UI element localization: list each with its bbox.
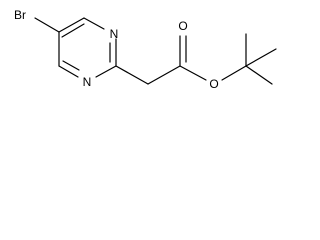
bond-c6-n1 bbox=[83, 17, 105, 30]
bond-c5-c6-double bbox=[61, 23, 85, 38]
bond-n3-c4 bbox=[58, 65, 79, 78]
bond-n3-c4-double bbox=[62, 60, 80, 71]
chemical-structure-diagram: Br N N O O bbox=[14, 8, 277, 91]
nitrogen-lower-label: N bbox=[83, 75, 92, 89]
bond-ch2-carbonyl bbox=[147, 65, 181, 85]
bond-ester-o-tbu bbox=[221, 65, 247, 81]
nitrogen-upper-label: N bbox=[110, 27, 119, 41]
bond-carbonyl-ester-o bbox=[179, 65, 207, 81]
bond-tbu-methyl-right bbox=[245, 48, 277, 67]
bond-c5-c6 bbox=[58, 17, 85, 33]
bromine-label: Br bbox=[14, 8, 26, 22]
pyrimidine-ring bbox=[34, 17, 117, 78]
bond-c5-br bbox=[34, 17, 60, 33]
ester-oxygen-label: O bbox=[209, 77, 218, 91]
bond-c2-n3 bbox=[95, 65, 117, 78]
carbonyl-oxygen-label: O bbox=[178, 19, 187, 33]
bond-tbu-methyl-down bbox=[245, 65, 273, 85]
side-chain bbox=[115, 33, 277, 85]
bond-c2-ch2 bbox=[115, 65, 149, 85]
